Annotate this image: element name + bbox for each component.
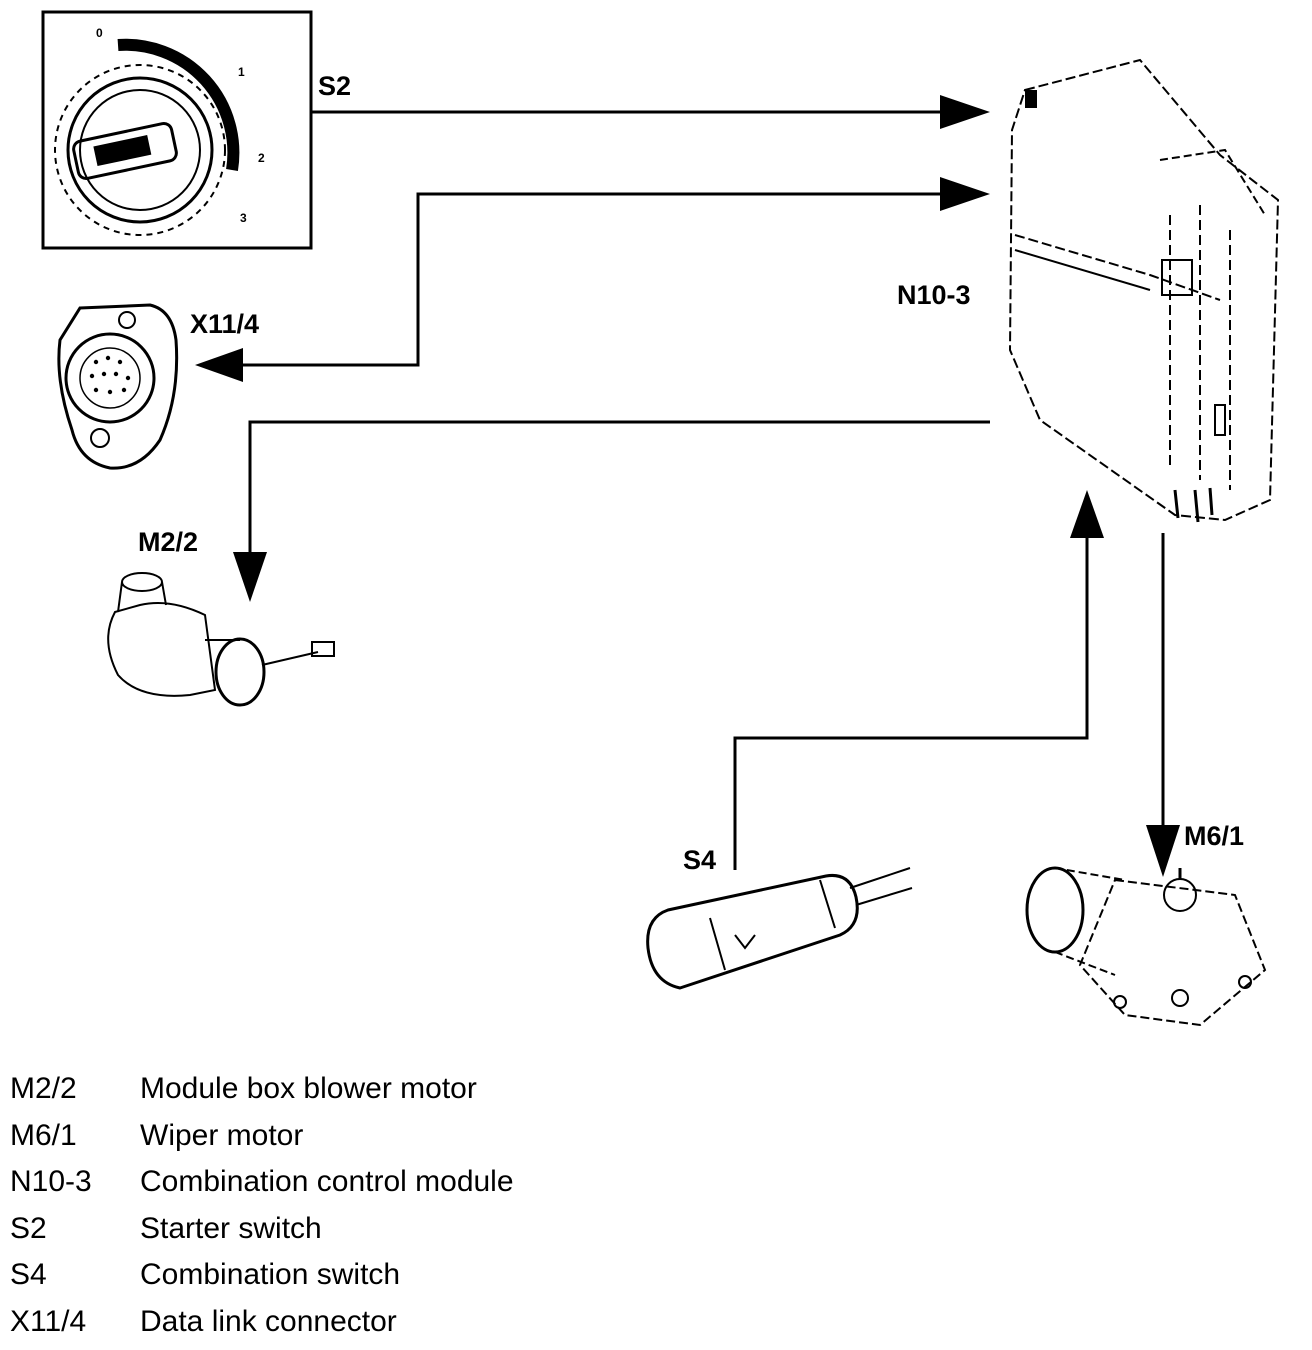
label-s2: S2 <box>318 71 351 101</box>
legend-desc: Wiper motor <box>140 1118 304 1152</box>
legend-row: S4 Combination switch <box>10 1252 514 1299</box>
blower-motor-m2-2 <box>107 572 335 707</box>
legend-code: M6/1 <box>10 1118 77 1152</box>
arrow-into-m6-1 <box>1146 825 1180 877</box>
label-m2-2: M2/2 <box>138 527 198 557</box>
legend-desc: Combination switch <box>140 1258 401 1292</box>
label-s4: S4 <box>683 845 716 875</box>
label-x11-4: X11/4 <box>190 309 259 339</box>
label-m6-1: M6/1 <box>1184 821 1244 851</box>
dial-position-1: 1 <box>238 65 245 79</box>
line-n10-3-to-x11-4 <box>238 192 945 367</box>
legend-code: S2 <box>10 1211 47 1245</box>
arrowheads <box>195 95 1180 877</box>
dial-position-2: 2 <box>258 151 265 165</box>
legend-desc: Starter switch <box>140 1211 322 1245</box>
dial-position-0: 0 <box>96 26 103 40</box>
legend-code: S4 <box>10 1258 47 1292</box>
legend-code: N10-3 <box>10 1165 92 1199</box>
data-link-connector-x11-4 <box>57 303 179 470</box>
arrow-into-x11-4 <box>195 348 243 382</box>
legend: M2/2 Module box blower motor M6/1 Wiper … <box>10 1066 514 1345</box>
line-n10-3-to-m2-2 <box>248 420 990 555</box>
line-s4-to-n10-3 <box>733 535 1089 870</box>
legend-code: M2/2 <box>10 1072 77 1106</box>
wiper-motor-m6-1 <box>1025 866 1267 1027</box>
legend-row: N10-3 Combination control module <box>10 1159 514 1206</box>
arrow-into-n10-3-top <box>940 95 990 129</box>
dial-position-3: 3 <box>240 211 247 225</box>
legend-code: X11/4 <box>10 1304 87 1338</box>
arrow-into-n10-3-bottom <box>1070 490 1104 538</box>
arrow-into-m2-2 <box>233 552 267 602</box>
wiring-diagram: 0 1 2 3 S2 N10-3 X11/4 <box>41 10 1280 1027</box>
connection-lines <box>238 110 1165 870</box>
label-n10-3: N10-3 <box>897 280 971 310</box>
starter-switch-s2: 0 1 2 3 <box>41 10 313 250</box>
legend-row: S2 Starter switch <box>10 1206 514 1253</box>
legend-row: M2/2 Module box blower motor <box>10 1066 514 1113</box>
control-module-n10-3 <box>1008 58 1280 523</box>
legend-row: M6/1 Wiper motor <box>10 1113 514 1160</box>
legend-desc: Combination control module <box>140 1165 514 1199</box>
legend-desc: Data link connector <box>140 1304 397 1338</box>
arrow-into-n10-3-middle <box>940 177 990 211</box>
legend-desc: Module box blower motor <box>140 1072 477 1106</box>
combination-switch-s4 <box>646 867 913 990</box>
legend-row: X11/4 Data link connector <box>10 1299 514 1346</box>
